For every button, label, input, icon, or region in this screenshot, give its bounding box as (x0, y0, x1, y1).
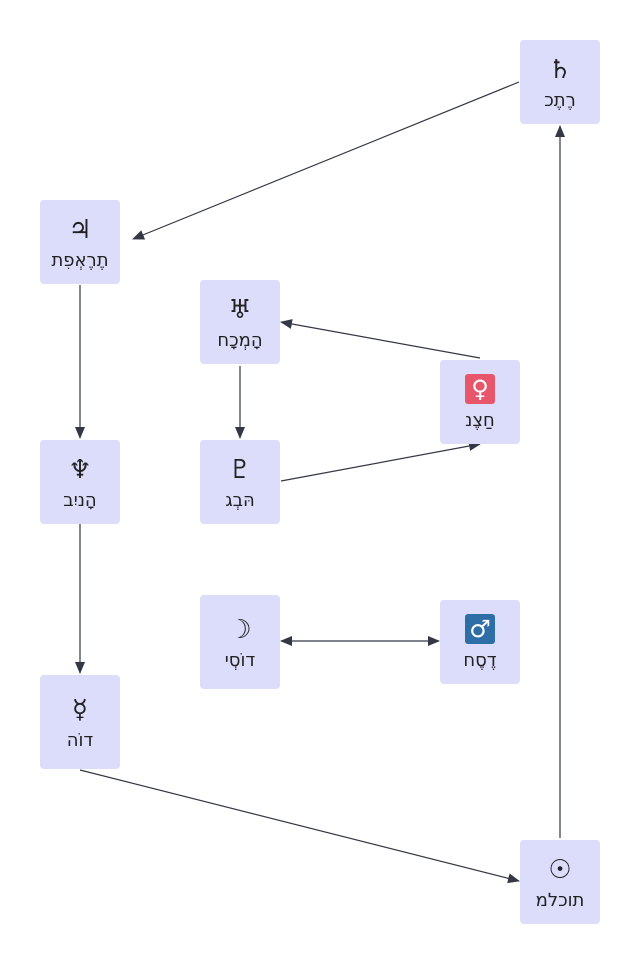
edge-saturn-jupiter (132, 81, 520, 240)
node-moon[interactable]: ☽ דוֹסְי (200, 595, 280, 689)
node-venus[interactable]: ♀ חַצֶנ (440, 360, 520, 444)
node-mercury[interactable]: ☿ דוֹה (40, 675, 120, 769)
edge-pluto-venus (280, 441, 481, 482)
mars-icon: ♂ (465, 613, 495, 644)
uranus-icon: ♅ (228, 294, 252, 325)
node-neptune[interactable]: ♆ הָניִב (40, 440, 120, 524)
node-label: רֶתֶכ (544, 89, 576, 111)
venus-icon: ♀ (465, 373, 495, 404)
saturn-icon: ♄ (548, 54, 572, 85)
node-label: הָמְכָח (217, 329, 263, 351)
jupiter-icon: ♃ (68, 214, 92, 245)
node-sun[interactable]: ☉ תוכלמ (520, 840, 600, 924)
pluto-icon: ♇ (228, 454, 252, 485)
node-label: דוֹה (66, 729, 94, 751)
node-mars[interactable]: ♂ דֶסֶח (440, 600, 520, 684)
edge-venus-uranus (280, 319, 481, 359)
node-label: חַצֶנ (465, 409, 495, 431)
node-label: הּבְג (225, 489, 255, 511)
node-label: תוכלמ (535, 889, 585, 911)
node-pluto[interactable]: ♇ הּבְג (200, 440, 280, 524)
node-jupiter[interactable]: ♃ תֶרֶאְפִת (40, 200, 120, 284)
node-uranus[interactable]: ♅ הָמְכָח (200, 280, 280, 364)
node-label: דוֹסְי (224, 649, 256, 671)
node-label: דֶסֶח (463, 649, 497, 671)
moon-icon: ☽ (228, 614, 252, 645)
node-label: תֶרֶאְפִת (51, 249, 109, 271)
edge-mercury-sun (79, 769, 520, 884)
mercury-icon: ☿ (72, 694, 88, 725)
neptune-icon: ♆ (68, 454, 92, 485)
node-saturn[interactable]: ♄ רֶתֶכ (520, 40, 600, 124)
node-label: הָניִב (63, 489, 97, 511)
sun-icon: ☉ (548, 854, 572, 885)
